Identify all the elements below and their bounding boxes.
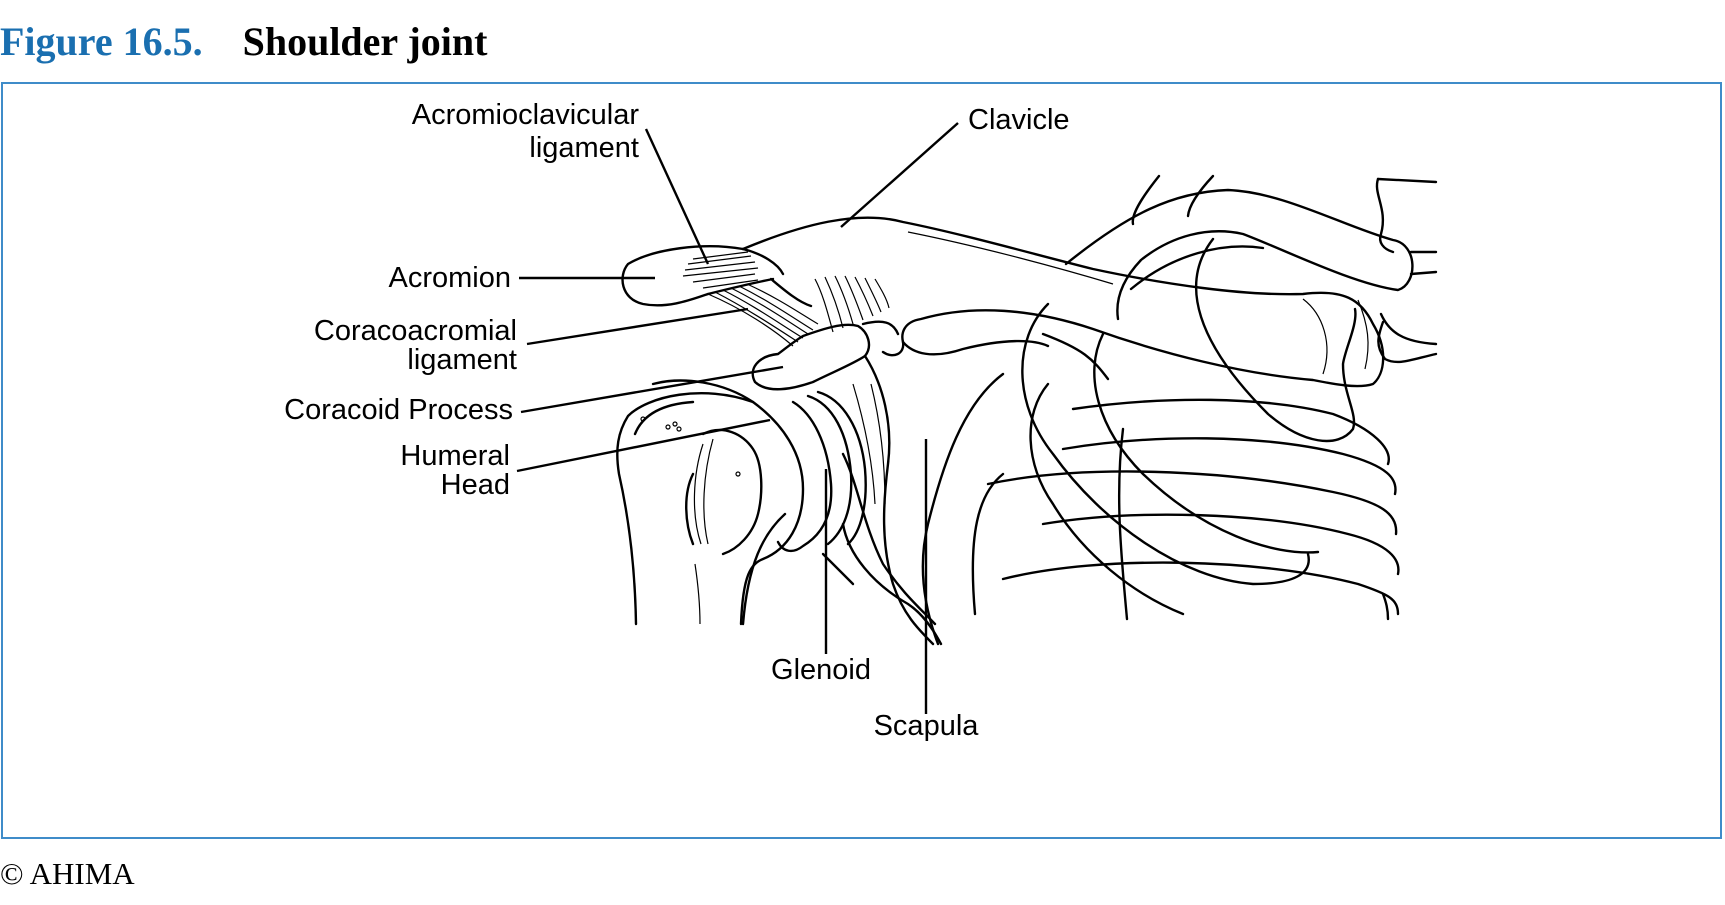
figure-number: Figure 16.5. [0, 19, 203, 64]
scapula-bone [841, 320, 1050, 646]
leader-coracoacromial [526, 307, 749, 346]
acromion-bone [621, 245, 775, 307]
leader-acromioclavicular [644, 128, 710, 265]
clavicle-bone [741, 216, 1385, 388]
coracoid-process [751, 323, 871, 391]
diagram-frame: Acromioclavicular ligament Clavicle Acro… [1, 82, 1722, 839]
label-coracoid-process: Coracoid Process [284, 394, 513, 426]
label-acromion: Acromion [389, 262, 512, 294]
diagram-labels: Acromioclavicular ligament Clavicle Acro… [284, 99, 1069, 742]
label-scapula: Scapula [874, 710, 980, 742]
figure-caption: Figure 16.5. Shoulder joint [0, 18, 487, 68]
copyright-notice: © AHIMA [0, 856, 135, 891]
figure-title: Shoulder joint [242, 19, 488, 64]
leader-clavicle [840, 122, 959, 228]
label-acromioclavicular-line1: Acromioclavicular [412, 99, 640, 131]
anatomy-illustration [616, 174, 1438, 646]
label-clavicle: Clavicle [968, 104, 1070, 136]
label-coracoacromial-line1: Coracoacromial [314, 315, 517, 347]
shoulder-joint-diagram: Acromioclavicular ligament Clavicle Acro… [284, 99, 1438, 742]
leader-humeral-head [516, 418, 771, 473]
rib-cage [971, 174, 1438, 621]
ligament-fibers [682, 251, 890, 347]
label-glenoid: Glenoid [771, 654, 871, 686]
label-humeral-head-line2: Head [441, 469, 510, 501]
glenoid-cavity [776, 390, 867, 586]
label-coracoacromial-line2: ligament [407, 344, 517, 376]
leader-coracoid-process [520, 365, 784, 414]
humerus-bone [616, 379, 805, 626]
label-humeral-head-line1: Humeral [400, 440, 510, 472]
leader-lines [516, 122, 959, 714]
label-acromioclavicular-line2: ligament [529, 132, 639, 164]
